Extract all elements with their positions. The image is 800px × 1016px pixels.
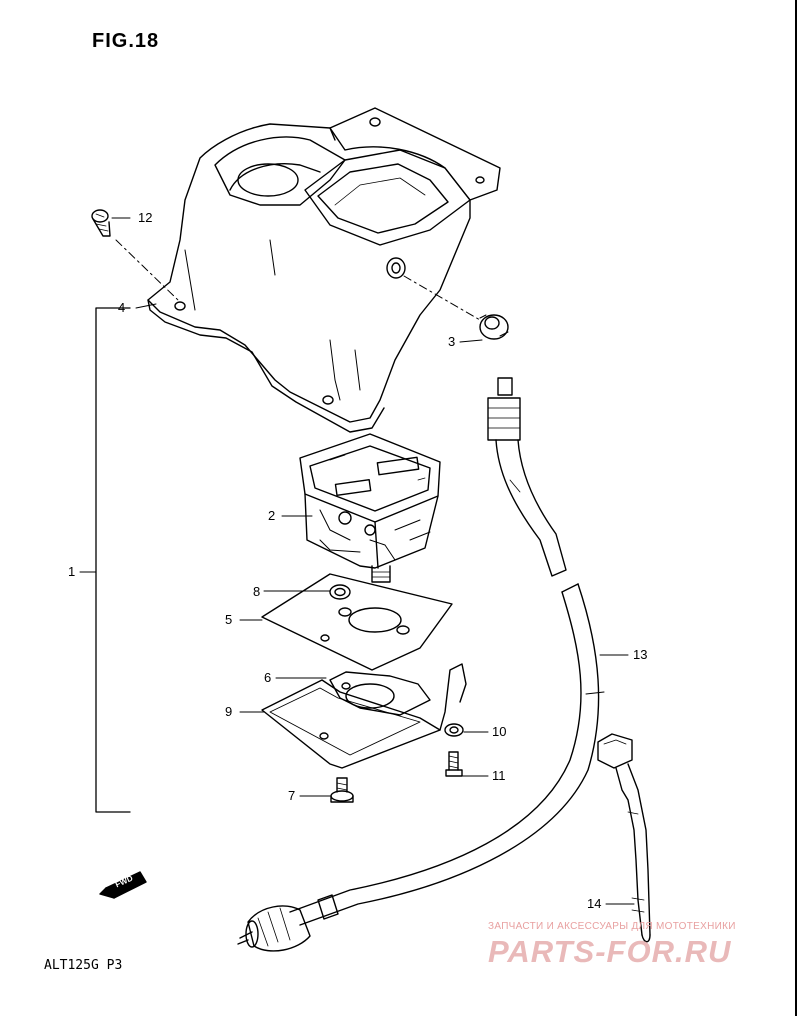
callout-12: 12	[138, 210, 153, 225]
callout-1: 1	[68, 564, 76, 579]
callout-8: 8	[253, 584, 261, 599]
callout-5: 5	[225, 612, 233, 627]
speedometer-cable-13	[237, 377, 605, 952]
callout-11: 11	[492, 768, 506, 783]
mounting-bracket-9	[261, 663, 467, 769]
watermark-tagline: ЗАПЧАСТИ И АКСЕССУАРЫ ДЛЯ МОТОТЕХНИКИ	[488, 921, 736, 932]
washer-8-hole	[334, 587, 346, 597]
callout-13: 13	[633, 647, 648, 662]
watermark-logo: PARTS-FOR.RU	[488, 934, 732, 969]
callout-4: 4	[118, 300, 126, 315]
callout-2: 2	[268, 508, 276, 523]
callout-9: 9	[225, 704, 233, 719]
grommet-leader	[403, 275, 481, 321]
grommet-3	[479, 314, 509, 340]
meter-housing-cover	[147, 107, 501, 433]
callout-7: 7	[288, 788, 296, 803]
bolt-7	[330, 777, 354, 803]
assembly-bracket	[95, 307, 131, 813]
callout-6: 6	[264, 670, 272, 685]
fwd-arrow	[99, 871, 147, 899]
wire-lead-14	[597, 733, 651, 943]
leader-lines	[79, 217, 635, 905]
page-border	[795, 0, 797, 1016]
figure-title: FIG.18	[92, 30, 160, 52]
speedometer-assembly	[299, 433, 441, 583]
model-code: ALT125G P3	[44, 958, 123, 973]
screw-12	[91, 209, 111, 237]
gasket-5	[261, 573, 453, 671]
washer-10	[444, 723, 464, 737]
callout-14: 14	[587, 896, 602, 911]
bolt-11	[445, 751, 463, 777]
callout-3: 3	[448, 334, 456, 349]
washer-10-hole	[449, 726, 459, 734]
callout-10: 10	[492, 724, 507, 739]
washer-8	[329, 584, 351, 600]
screw-12-leader	[115, 239, 179, 301]
